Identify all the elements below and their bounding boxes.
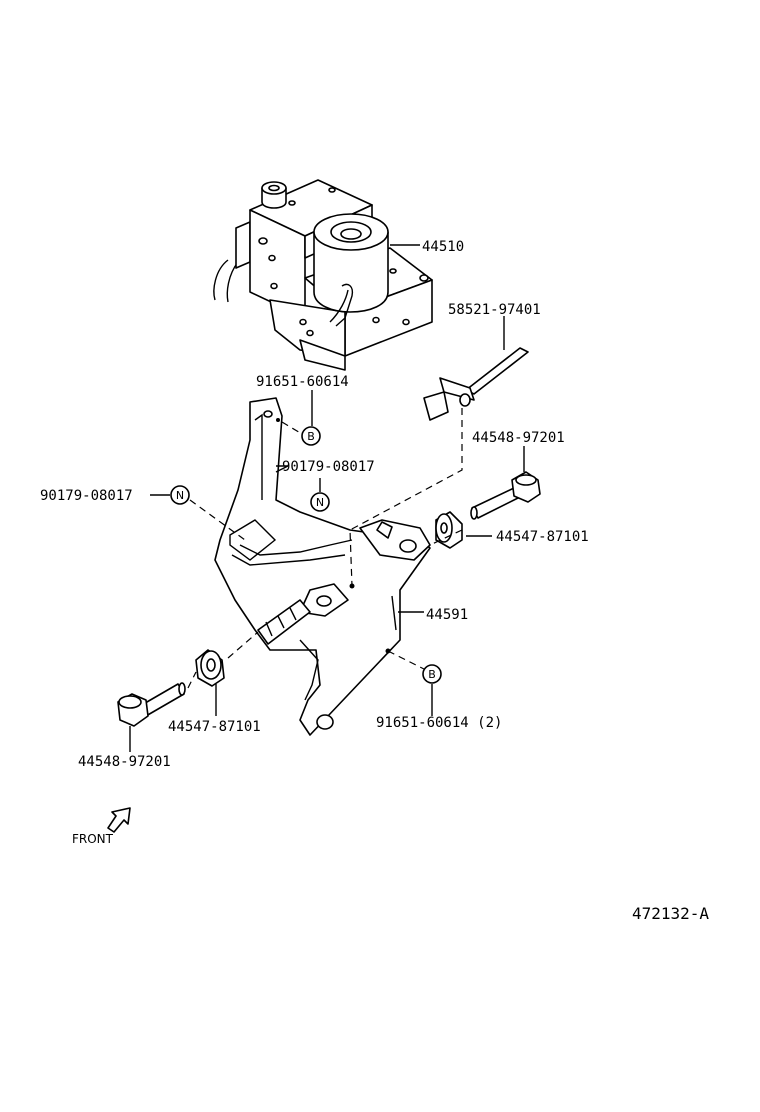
- callout-44591: 44591: [426, 607, 468, 623]
- marker-n-center: N: [310, 492, 330, 512]
- callout-58521-97401: 58521-97401: [448, 302, 541, 318]
- abs-modulator: [213, 179, 433, 371]
- bracket: [214, 397, 431, 736]
- marker-b-bottom: B: [422, 664, 442, 684]
- callout-44548-97201-left: 44548-97201: [78, 754, 171, 770]
- front-label: FRONT: [72, 832, 114, 846]
- callout-44547-87101-right: 44547-87101: [496, 529, 589, 545]
- callout-90179-08017-center: 90179-08017: [282, 459, 375, 475]
- bolt-left: [117, 682, 186, 727]
- callout-44547-87101-left: 44547-87101: [168, 719, 261, 735]
- marker-n-left-letter: N: [176, 489, 184, 502]
- callout-90179-08017-left: 90179-08017: [40, 488, 133, 504]
- callout-44548-97201-right: 44548-97201: [472, 430, 565, 446]
- bushing-right: [435, 511, 463, 549]
- marker-b-top: B: [301, 426, 321, 446]
- callout-44510: 44510: [422, 239, 464, 255]
- bolt-right: [470, 471, 541, 520]
- callout-91651-60614-top: 91651-60614: [256, 374, 349, 390]
- callout-91651-60614-bottom: 91651-60614 (2): [376, 715, 502, 731]
- marker-n-left: N: [170, 485, 190, 505]
- leader-lines: [129, 244, 525, 752]
- marker-b-bottom-letter: B: [428, 668, 436, 681]
- front-arrow-icon: [107, 807, 131, 833]
- marker-n-center-letter: N: [316, 496, 324, 509]
- alignment-lines: [187, 408, 463, 689]
- bushing-left: [195, 649, 225, 687]
- marker-b-top-letter: B: [307, 430, 315, 443]
- speed-sensor: [423, 347, 529, 421]
- diagram-code: 472132-A: [632, 904, 709, 923]
